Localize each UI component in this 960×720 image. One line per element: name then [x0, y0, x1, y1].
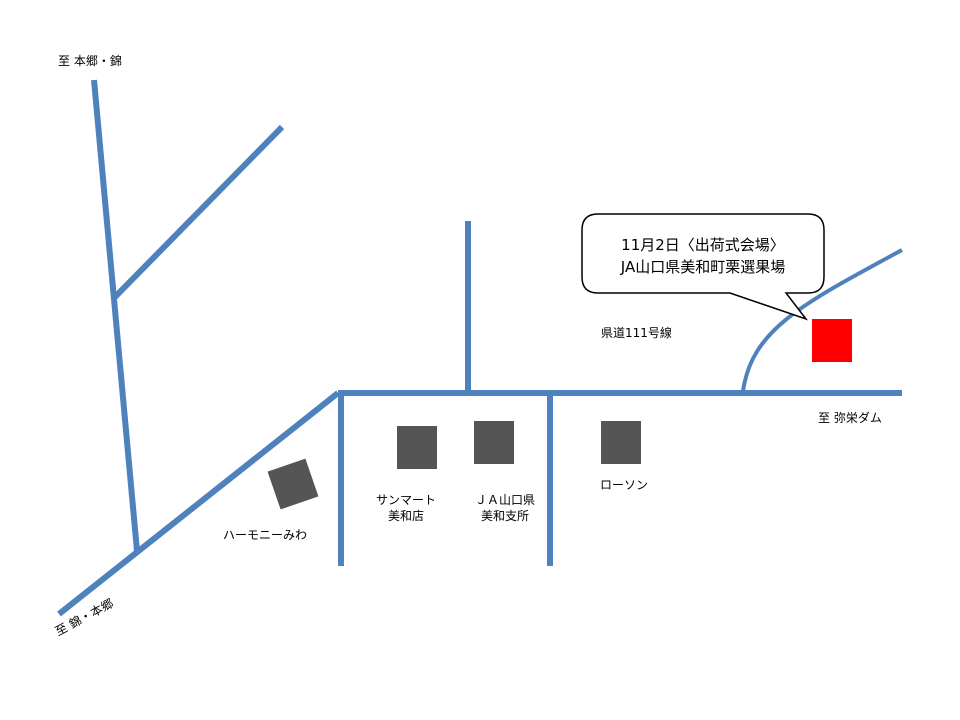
direction-label-north: 至 本郷・錦: [58, 53, 122, 68]
ja-label-line1: ＪＡ山口県: [475, 493, 535, 507]
callout: 11月2日〈出荷式会場〉 JA山口県美和町栗選果場: [581, 213, 825, 321]
sunmart-building: [397, 426, 437, 469]
callout-bubble: [581, 213, 825, 321]
buildings: [267, 319, 852, 510]
harmony-miwa-building: [267, 458, 319, 510]
lawson-building: [601, 421, 641, 464]
venue-marker: [812, 319, 852, 362]
road-southwest: [57, 390, 340, 617]
callout-line-2: JA山口県美和町栗選果場: [620, 258, 785, 276]
curved-road-to-venue: [741, 248, 903, 392]
direction-label-southwest: 至 錦・本郷: [52, 595, 115, 638]
sunmart-label-line2: 美和店: [388, 509, 424, 523]
road-north-vertical: [91, 79, 140, 552]
ja-label-line2: 美和支所: [481, 509, 529, 523]
sunmart-label-line1: サンマート: [376, 493, 436, 507]
road-diagonal-branch: [111, 124, 285, 301]
harmony-label: ハーモニーみわ: [223, 528, 307, 542]
road-name-label: 県道111号線: [601, 325, 672, 340]
callout-line-1: 11月2日〈出荷式会場〉: [621, 236, 785, 254]
labels: 至 本郷・錦 至 錦・本郷 至 弥栄ダム 県道111号線 ハーモニーみわ サンマ…: [52, 53, 881, 639]
lawson-label: ローソン: [600, 478, 648, 492]
roads: [57, 79, 903, 617]
direction-label-east: 至 弥栄ダム: [818, 410, 882, 425]
ja-branch-building: [474, 421, 514, 464]
